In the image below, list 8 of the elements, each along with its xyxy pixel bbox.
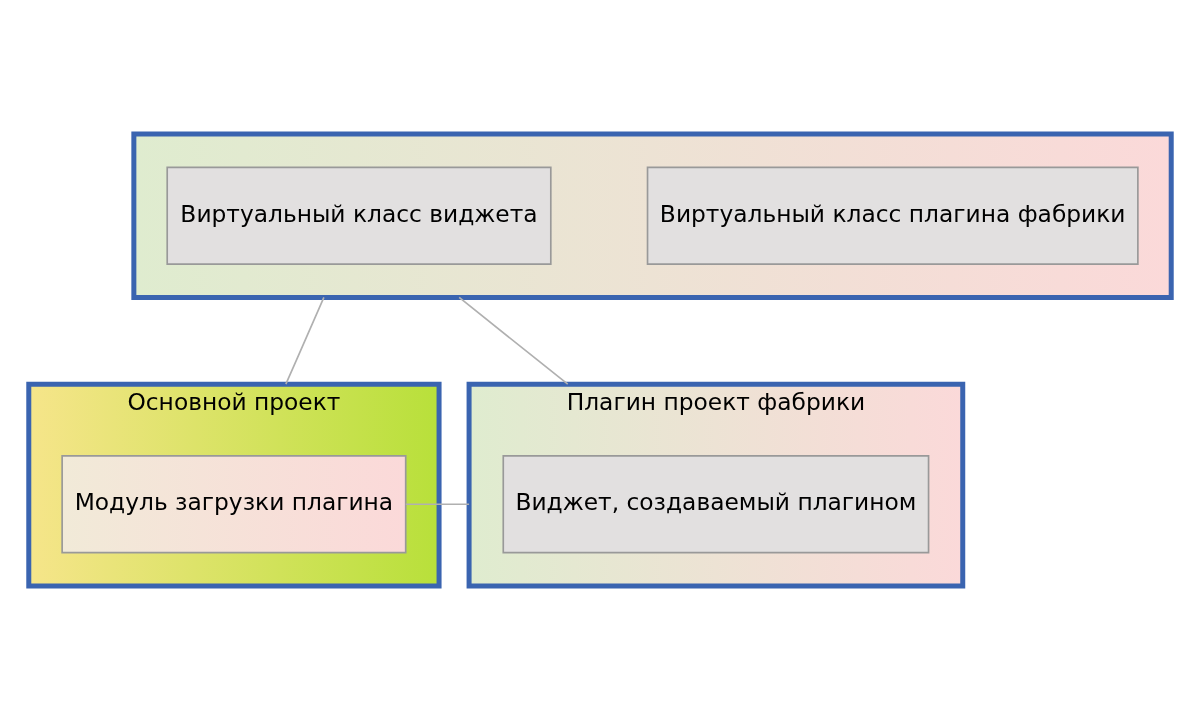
cluster [131, 131, 1174, 300]
connector [404, 503, 470, 506]
connector [458, 296, 569, 385]
node-box: Модуль загрузки плагина [61, 455, 407, 554]
node-box: Виджет, создаваемый плагином [502, 455, 930, 554]
node-box: Виртуальный класс плагина фабрики [646, 166, 1139, 265]
connector [285, 296, 325, 385]
node-box: Виртуальный класс виджета [166, 166, 552, 265]
